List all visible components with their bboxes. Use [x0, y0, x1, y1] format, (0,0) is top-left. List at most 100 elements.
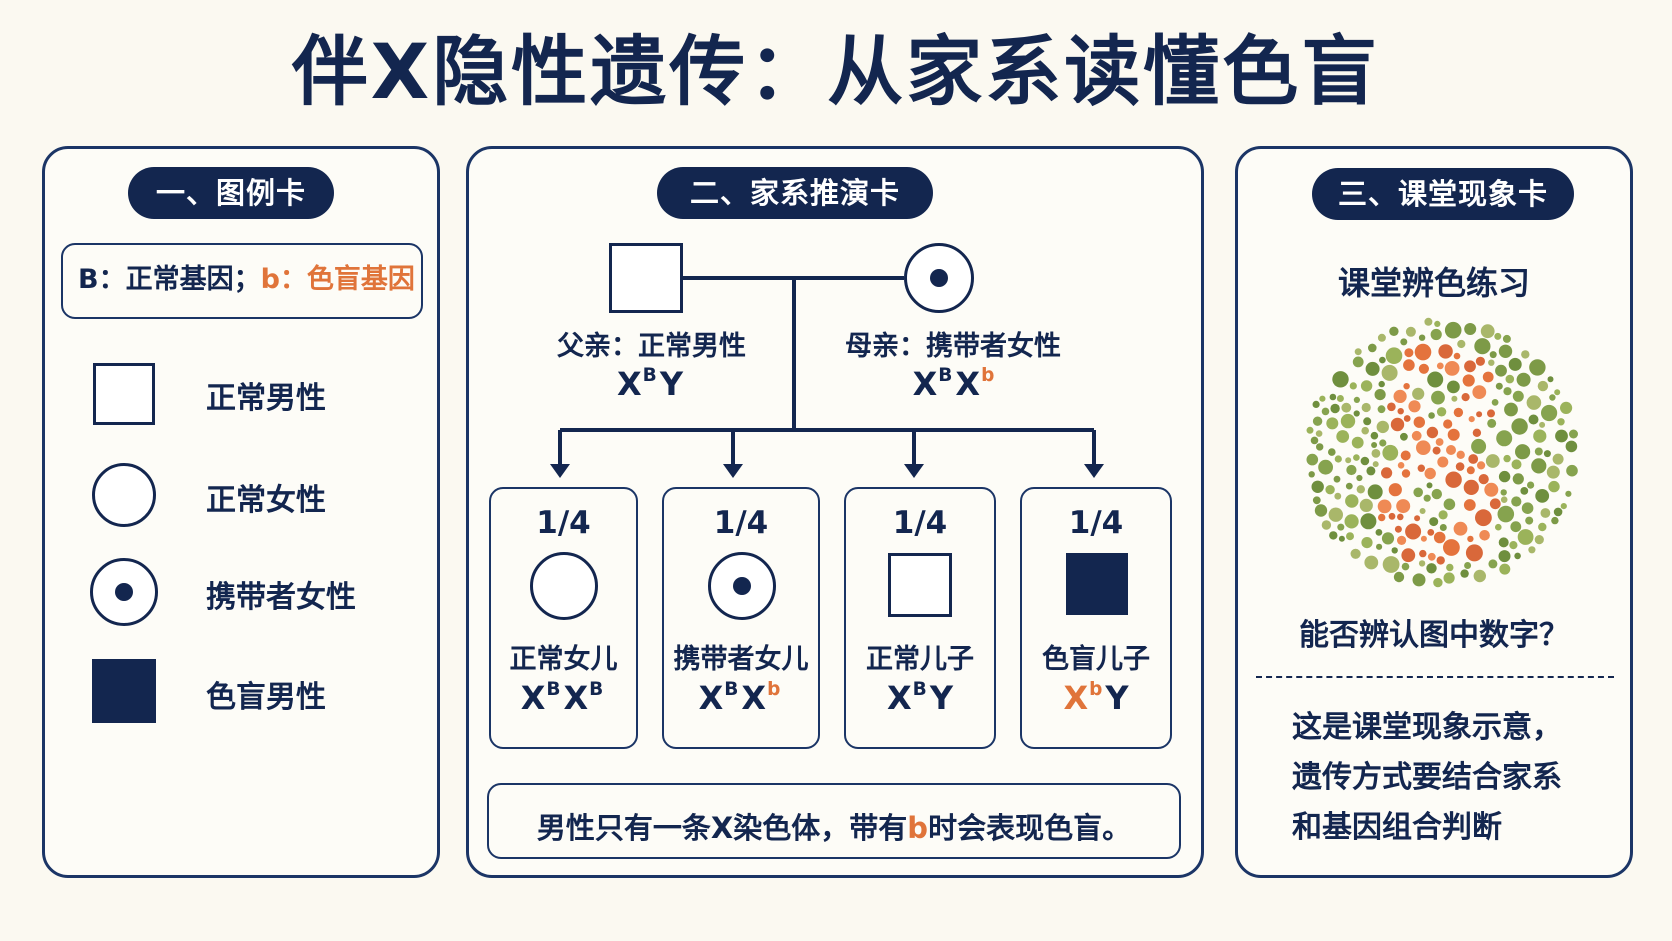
plate-dot: [1361, 402, 1371, 413]
plate-dot: [1543, 450, 1551, 458]
plate-dot: [1485, 454, 1500, 468]
plate-dot: [1463, 479, 1479, 495]
plate-dot: [1356, 485, 1365, 494]
plate-dot: [1419, 549, 1427, 558]
plate-dot: [1308, 471, 1315, 478]
plate-dot: [1400, 450, 1411, 461]
arrow-4: [1084, 464, 1104, 478]
plate-dot: [1455, 462, 1465, 471]
plate-dot: [1345, 482, 1353, 490]
plate-dot: [1489, 498, 1501, 510]
gene-key-text: B：正常基因；b：色盲基因: [78, 262, 415, 298]
plate-dot: [1498, 470, 1511, 483]
plate-dot: [1511, 459, 1522, 470]
plate-dot: [1443, 419, 1453, 429]
normal-female-circle-icon: [530, 552, 598, 620]
plate-dot: [1397, 462, 1405, 469]
carrier-female-dotted-circle-icon: [90, 558, 158, 626]
plate-dot: [1391, 547, 1398, 554]
plate-dot: [1319, 395, 1326, 402]
plate-dot: [1498, 550, 1511, 563]
plate-dot: [1510, 521, 1522, 533]
plate-dot: [1500, 496, 1508, 503]
plate-dot: [1427, 552, 1436, 561]
arrow-1: [550, 464, 570, 478]
plate-dot: [1533, 429, 1547, 443]
plate-dot: [1565, 490, 1572, 497]
plate-dot: [1504, 402, 1518, 417]
plate-dot: [1336, 395, 1344, 402]
plate-dot: [1328, 448, 1336, 456]
normal-male-square-icon: [888, 553, 952, 617]
plate-dot: [1334, 455, 1342, 463]
plate-dot: [1345, 457, 1352, 464]
offspring-label: 正常女儿: [509, 644, 618, 675]
probability: 1/4: [892, 505, 948, 541]
plate-dot: [1400, 432, 1408, 441]
plate-dot: [1372, 461, 1379, 468]
normal-male-square-icon: [93, 363, 155, 425]
plate-dot: [1444, 361, 1460, 376]
plate-dot: [1431, 488, 1442, 500]
plate-dot: [1555, 429, 1568, 443]
carrier-female-dotted-circle-icon: [708, 552, 776, 620]
plate-dot: [1377, 405, 1386, 414]
plate-dot: [1381, 364, 1398, 381]
plate-dot: [1498, 537, 1509, 548]
plate-dot: [1539, 421, 1546, 428]
mother-label: 母亲：携带者女性: [845, 331, 1061, 362]
plate-dot: [1529, 359, 1546, 376]
plate-dot: [1456, 450, 1465, 459]
plate-dot: [1457, 339, 1466, 349]
plate-dot: [1387, 402, 1396, 412]
plate-dot: [1509, 541, 1518, 550]
father-label: 父亲：正常男性: [557, 331, 746, 362]
plate-dot: [1540, 508, 1551, 518]
plate-dot: [1471, 438, 1487, 454]
legend-label-normal-female: 正常女性: [206, 483, 326, 518]
plate-dot: [1487, 409, 1495, 418]
plate-dot: [1447, 380, 1460, 394]
plate-dot: [1489, 351, 1497, 359]
plate-dot: [1527, 481, 1535, 489]
plate-dot: [1438, 510, 1448, 520]
plate-dot: [1418, 560, 1426, 567]
plate-dot: [1416, 440, 1431, 455]
gene-key-normal: B：正常基因；: [78, 264, 261, 295]
plate-dot: [1397, 513, 1404, 521]
plate-dot: [1412, 387, 1425, 400]
plate-dot: [1495, 523, 1502, 531]
plate-dot: [1424, 467, 1436, 480]
plate-dot: [1353, 410, 1360, 417]
plate-dot: [1514, 552, 1521, 560]
plate-dot: [1496, 430, 1513, 447]
plate-dot: [1499, 563, 1511, 575]
plate-dot: [1378, 380, 1385, 388]
plate-dot: [1508, 357, 1522, 371]
plate-dot: [1426, 482, 1433, 489]
plate-dot: [1537, 380, 1549, 392]
page-title: 伴X隐性遗传：从家系读懂色盲: [291, 27, 1381, 116]
plate-dot: [1535, 489, 1550, 503]
plate-dot: [1328, 507, 1343, 522]
dashed-divider: [1256, 676, 1614, 678]
plate-dot: [1404, 348, 1414, 358]
plate-dot: [1401, 562, 1410, 571]
plate-dot: [1498, 344, 1513, 358]
plate-dot: [1377, 499, 1392, 514]
plate-dot: [1511, 418, 1528, 435]
plate-dot: [1341, 402, 1352, 413]
plate-dot: [1437, 456, 1449, 468]
plate-dot: [1315, 430, 1323, 437]
plate-dot: [1436, 556, 1445, 565]
plate-dot: [1512, 390, 1524, 402]
plate-dot: [1345, 494, 1359, 508]
plate-dot: [1325, 485, 1335, 495]
plate-dot: [1388, 483, 1402, 497]
plate-dot: [1316, 443, 1324, 451]
plate-dot: [1528, 546, 1536, 554]
plate-dot: [1408, 400, 1421, 413]
plate-dot: [1371, 442, 1378, 448]
affected-male-filled-square-icon: [1066, 553, 1128, 615]
plate-dot: [1361, 426, 1369, 435]
